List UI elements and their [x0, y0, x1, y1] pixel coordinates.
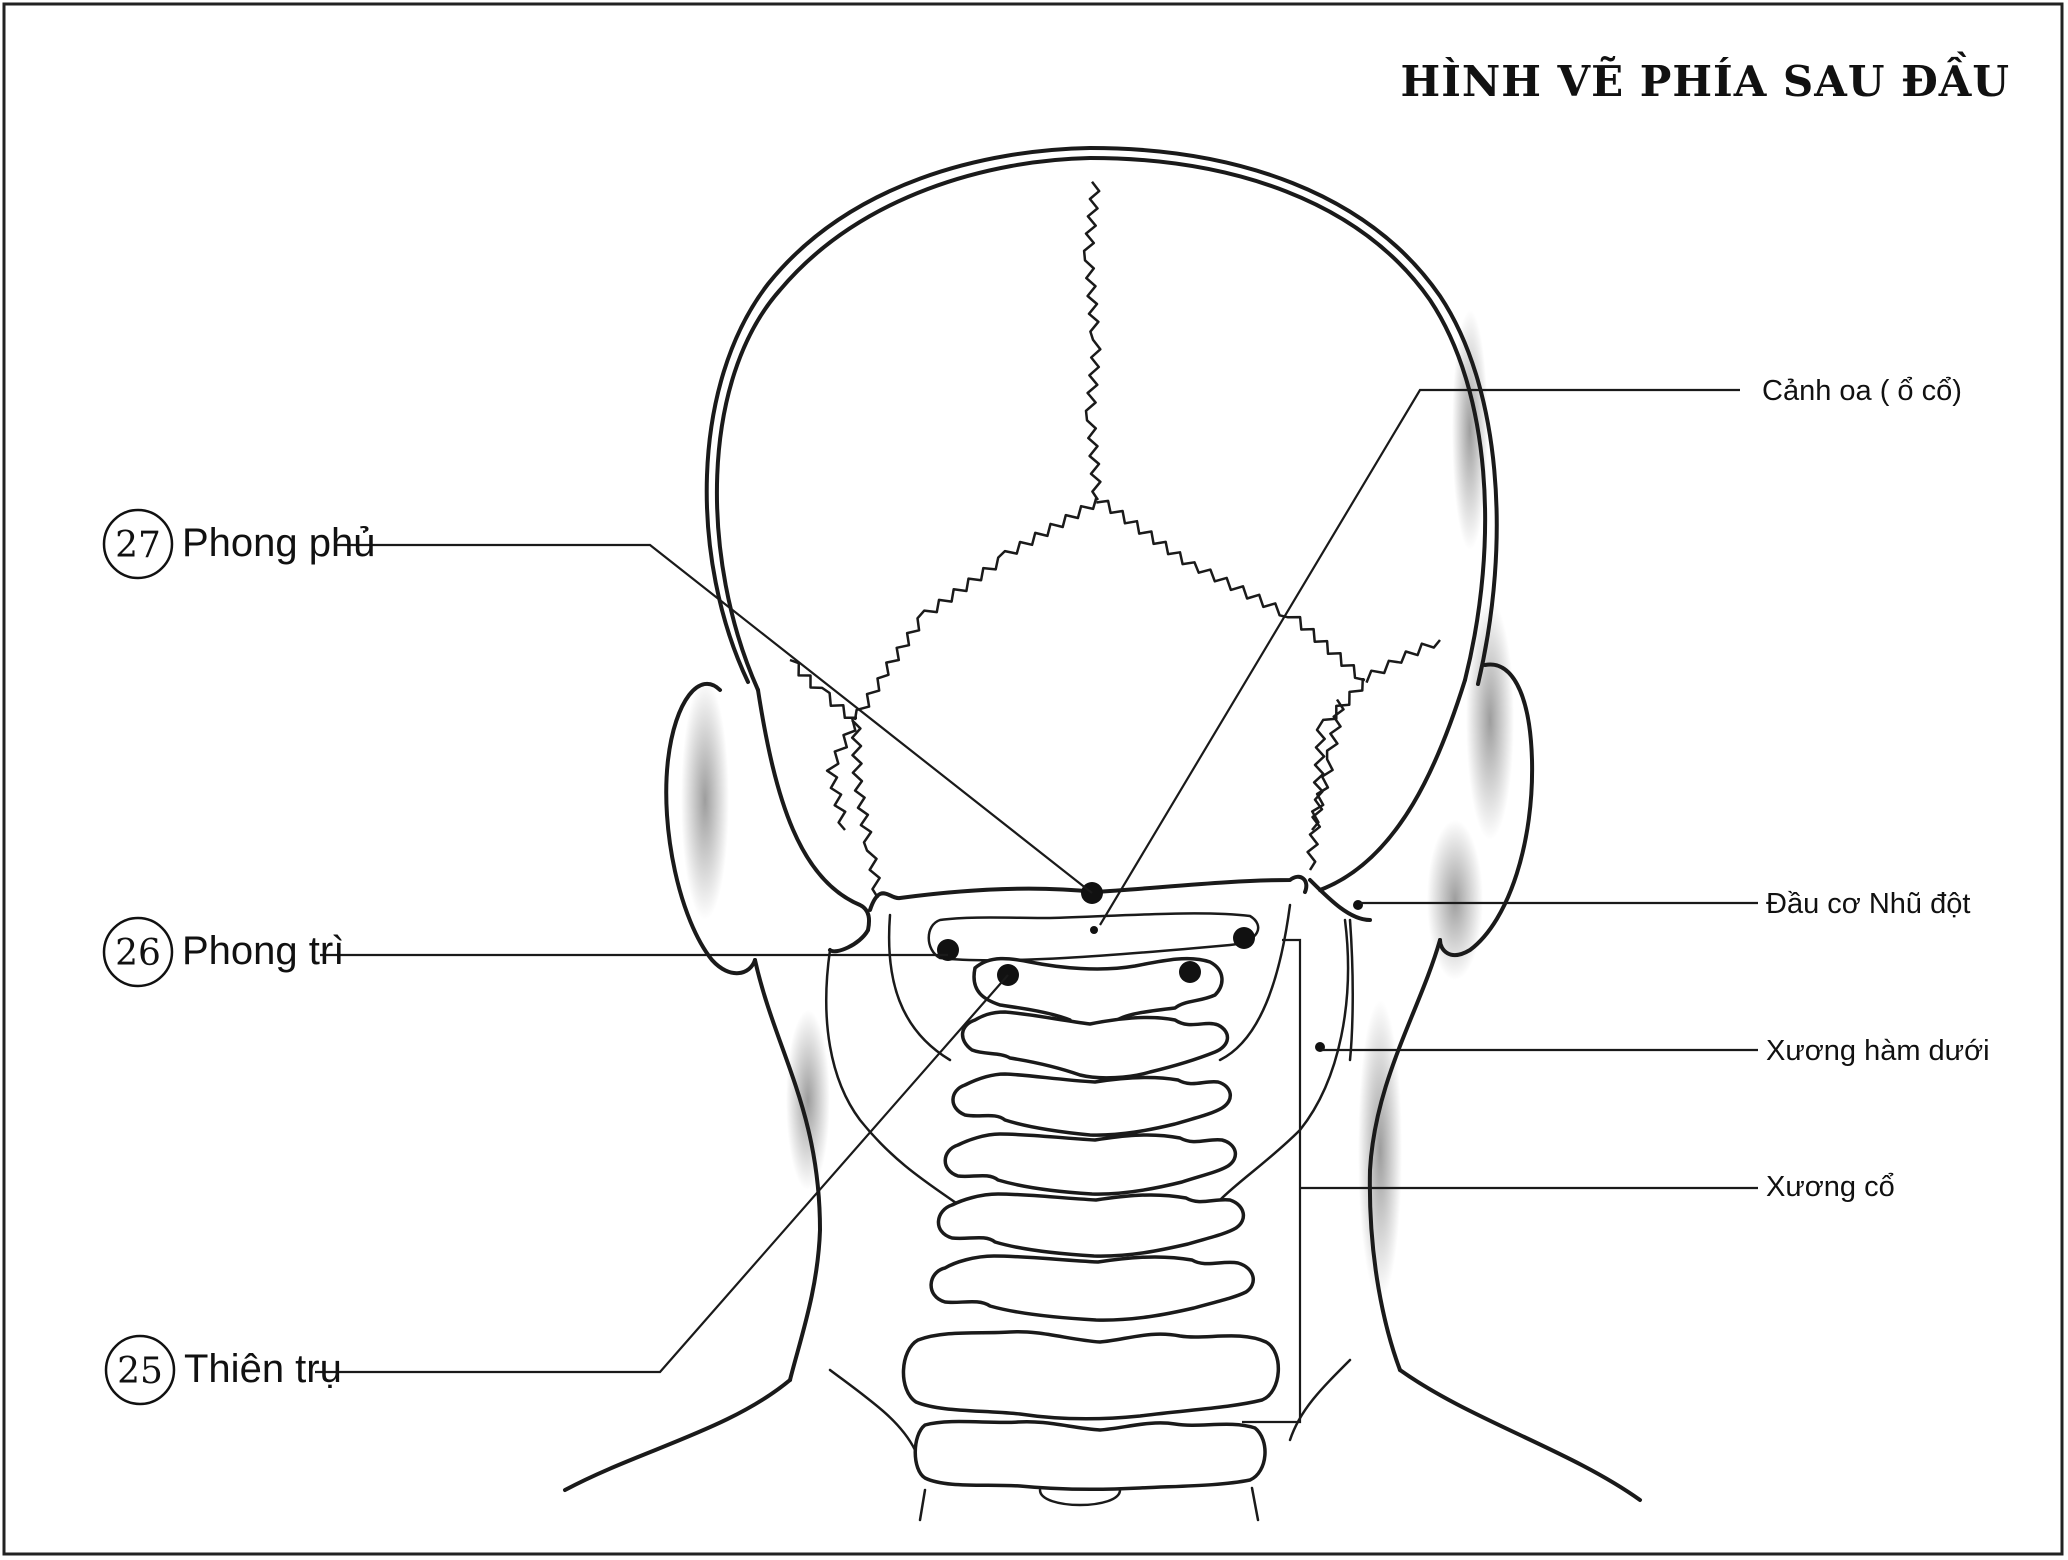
dau-co-nhu-dot-dot	[1353, 900, 1363, 910]
point-number: 27	[115, 525, 161, 566]
point-number-badge	[102, 916, 174, 988]
point-number: 26	[115, 933, 161, 974]
point-number: 25	[117, 1351, 163, 1392]
neck-outline	[563, 938, 1642, 1502]
point-name: Thiên trụ	[184, 1347, 342, 1391]
canh-oa-dot	[1090, 926, 1098, 934]
skull-outline	[704, 146, 1499, 692]
point-26-left-dot	[937, 939, 959, 961]
point-label-25: 25 Thiên trụ	[104, 1334, 342, 1406]
figure-title: HÌNH VẼ PHÍA SAU ĐẦU	[1401, 50, 2010, 106]
cranial-sutures	[789, 180, 1441, 899]
point-number-badge	[102, 508, 174, 580]
point-label-26: 26 Phong trì	[102, 916, 344, 988]
leader-lines	[315, 388, 1758, 1424]
point-name: Phong phủ	[182, 521, 376, 565]
shading	[681, 310, 1514, 1300]
anatomy-label-canh-oa: Cảnh oa ( ổ cổ)	[1762, 375, 1962, 407]
point-name: Phong trì	[182, 929, 344, 973]
point-25-right-dot	[1179, 961, 1201, 983]
point-26-right-dot	[1233, 927, 1255, 949]
point-number-badge	[104, 1334, 176, 1406]
cervical-vertebrae	[901, 956, 1280, 1522]
point-label-27: 27 Phong phủ	[102, 508, 376, 580]
anatomy-label-xuong-ham-duoi: Xương hàm dưới	[1766, 1035, 1990, 1067]
anatomy-label-xuong-co: Xương cổ	[1766, 1171, 1895, 1203]
anatomy-label-dau-co-nhu-dot: Đầu cơ Nhũ đột	[1766, 888, 1970, 920]
ears	[664, 662, 1535, 976]
